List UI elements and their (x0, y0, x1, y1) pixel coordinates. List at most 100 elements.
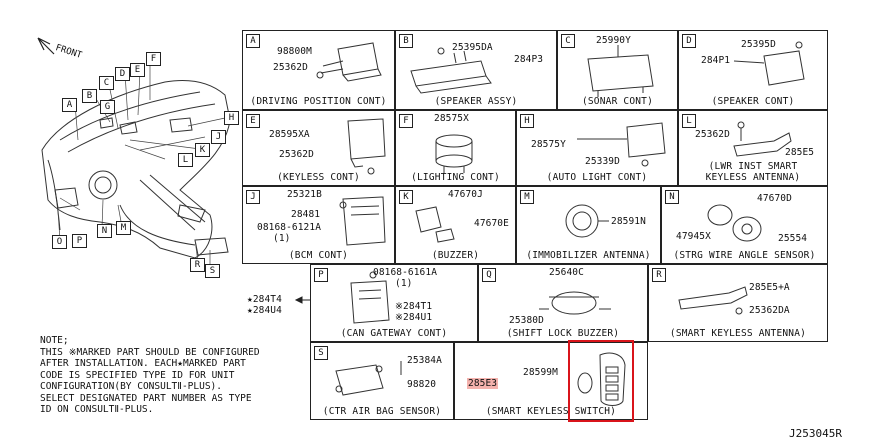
note-line: SELECT DESIGNATED PART NUMBER AS TYPE (40, 392, 252, 404)
cell-caption: (CAN GATEWAY CONT) (340, 328, 448, 339)
immobilizer-antenna-drawing (565, 204, 609, 238)
auto-light-cont-drawing (577, 122, 666, 167)
smart-keyless-antenna-drawing (678, 286, 748, 315)
callout-a: A (62, 98, 77, 112)
part-number: 28481 (291, 209, 321, 220)
part-number: 47670E (474, 218, 509, 229)
cell-caption: (SONAR CONT) (581, 96, 654, 107)
part-number: ※284T1 (395, 301, 433, 312)
cell-l-lwr-inst-smart-keyless-antenna: L 25362D 285E5 (LWR INST SMART KEYLESS A… (678, 110, 828, 186)
cell-letter: C (561, 34, 575, 48)
cell-h-auto-light-cont: H 28575Y 25339D (AUTO LIGHT CONT) (516, 110, 678, 186)
cell-caption: (SHIFT LOCK BUZZER) (506, 328, 620, 339)
note-line: THIS ※MARKED PART SHOULD BE CONFIGURED (40, 346, 260, 358)
part-number: 285E5+A (749, 282, 790, 293)
part-number: 25380D (509, 315, 544, 326)
part-number: 98820 (407, 379, 437, 390)
callout-m: M (116, 221, 131, 235)
cell-letter: A (246, 34, 260, 48)
sonar-unit-drawing (587, 45, 654, 97)
part-number: 25321B (287, 189, 322, 200)
part-number: 28599M (523, 367, 558, 378)
cell-letter: M (520, 190, 534, 204)
callout-s: S (205, 264, 220, 278)
callout-f: F (146, 52, 161, 66)
part-number: 08168-6121A (257, 222, 322, 233)
cell-caption: (SPEAKER CONT) (711, 96, 795, 107)
part-number: 47670D (757, 193, 792, 204)
driving-position-unit-drawing (316, 42, 382, 82)
strg-angle-sensor-drawing (707, 204, 762, 242)
lighting-cont-drawing (435, 134, 473, 173)
cell-caption: (STRG WIRE ANGLE SENSOR) (673, 250, 816, 261)
callout-n: N (97, 224, 112, 238)
callout-l: L (178, 153, 193, 167)
part-number: ※284U1 (395, 312, 433, 323)
part-number: (1) (395, 278, 413, 289)
part-number: 08168-6161A (373, 267, 438, 278)
cell-caption: (CTR AIR BAG SENSOR) (322, 406, 442, 417)
cell-p-can-gateway-cont: P 08168-6161A (1) ※284T1 ※284U1 (CAN GAT… (310, 264, 478, 342)
callout-p: P (72, 234, 87, 248)
part-number: ★284T4 (247, 294, 282, 305)
part-number: 28575Y (531, 139, 566, 150)
cell-s-ctr-air-bag-sensor: S 25384A 98820 (CTR AIR BAG SENSOR) (310, 342, 454, 420)
cell-caption: (SPEAKER ASSY) (434, 96, 518, 107)
part-number: 25395DA (452, 42, 493, 53)
note-line: NOTE; (40, 335, 69, 346)
callout-h: H (224, 111, 239, 125)
callout-c: C (99, 76, 114, 90)
cell-n-strg-wire-angle-sensor: N 47670D 47945X 25554 (STRG WIRE ANGLE S… (661, 186, 828, 264)
cell-letter: N (665, 190, 679, 204)
cell-f-lighting-cont: F 28575X (LIGHTING CONT) (395, 110, 516, 186)
cell-a-driving-position-cont: A 98800M 25362D (DRIVING POSITION CONT) (242, 30, 395, 110)
cell-letter: J (246, 190, 260, 204)
configuration-note: NOTE; THIS ※MARKED PART SHOULD BE CONFIG… (40, 335, 302, 416)
can-gateway-drawing (350, 271, 390, 324)
part-number: 28591N (611, 216, 646, 227)
cell-caption: (AUTO LIGHT CONT) (546, 172, 648, 183)
note-line: ID ON CONSULTⅡ-PLUS. (40, 404, 154, 415)
cell-q-shift-lock-buzzer: Q 25640C 25380D (SHIFT LOCK BUZZER) (478, 264, 648, 342)
cell-k-buzzer: K 47670J 47670E (BUZZER) (395, 186, 516, 264)
cell-caption: (SMART KEYLESS ANTENNA) (669, 328, 807, 339)
cell-m-immobilizer-antenna: M 28591N (IMMOBILIZER ANTENNA) (516, 186, 661, 264)
part-number: 25339D (585, 156, 620, 167)
callout-o: O (52, 235, 67, 249)
highlight-box (568, 340, 634, 422)
part-number: 25554 (778, 233, 808, 244)
cell-e-keyless-cont: E 28595XA 25362D (KEYLESS CONT) (242, 110, 395, 186)
callout-d: D (115, 67, 130, 81)
diagram-id: J253045R (789, 427, 842, 440)
cell-r-smart-keyless-antenna: R 285E5+A 25362DA (SMART KEYLESS ANTENNA… (648, 264, 828, 342)
cell-letter: D (682, 34, 696, 48)
cell-caption: KEYLESS ANTENNA) (705, 172, 801, 183)
cell-letter: P (314, 268, 328, 282)
front-label: FRONT (54, 43, 83, 61)
speaker-cont-drawing (733, 41, 805, 86)
speaker-assy-drawing (410, 47, 492, 94)
cell-caption: (KEYLESS CONT) (277, 172, 360, 183)
cell-j-bcm-cont: J 25321B 28481 08168-6121A (1) (BCM CONT… (242, 186, 395, 264)
part-number: 25362D (279, 149, 314, 160)
callout-j: J (211, 130, 226, 144)
part-number: 98800M (277, 46, 312, 57)
callout-g: G (100, 100, 115, 114)
cell-letter: E (246, 114, 260, 128)
part-number: 285E5 (785, 147, 815, 158)
part-number: 28575X (434, 113, 469, 124)
cell-letter: Q (482, 268, 496, 282)
smart-key-drawing (577, 352, 626, 406)
part-number: 25384A (407, 355, 442, 366)
cell-letter: L (682, 114, 696, 128)
cell-caption: (DRIVING POSITION CONT) (250, 96, 387, 107)
part-number: 25640C (549, 267, 584, 278)
cell-caption: (LIGHTING CONT) (411, 172, 500, 183)
part-number: 25990Y (596, 35, 631, 46)
part-number: 25362D (695, 129, 730, 140)
shift-lock-buzzer-drawing (539, 291, 611, 315)
cell-caption: (SMART KEYLESS SWITCH) (485, 406, 617, 417)
cell-letter: K (399, 190, 413, 204)
